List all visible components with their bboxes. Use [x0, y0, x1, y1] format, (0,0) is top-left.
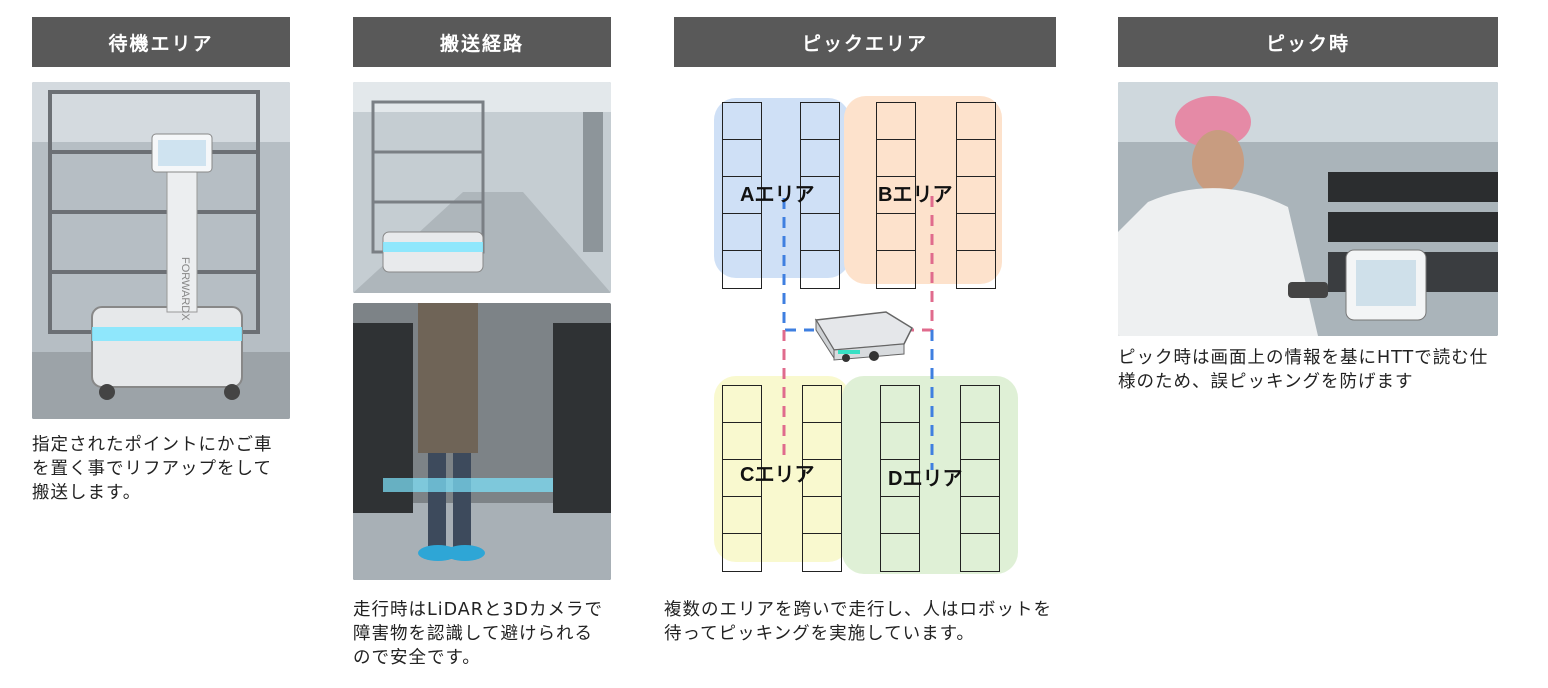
caption-pick-area: 複数のエリアを跨いで走行し、人はロボットを待ってピッキングを実施しています。 — [664, 600, 1052, 644]
header-standby-area-label: 待機エリア — [108, 32, 214, 55]
header-picking-label: ピック時 — [1265, 32, 1350, 55]
header-pick-area-label: ピックエリア — [801, 32, 928, 55]
aisle-illustration — [353, 82, 611, 293]
caption-standby: 指定されたポイントにかご車を置く事でリフアップをして搬送します。 — [32, 435, 273, 503]
caption-transport: 走行時はLiDARと3Dカメラで障害物を認識して避けられるので安全です。 — [353, 600, 604, 668]
photo-transport-aisle — [353, 82, 611, 293]
shelf-c2 — [802, 385, 842, 572]
shelf-a2 — [800, 102, 840, 289]
zone-d — [842, 376, 1018, 574]
robot-icon — [814, 311, 913, 362]
picking-illustration — [1118, 82, 1498, 336]
shelf-a1 — [722, 102, 762, 289]
photo-transport-obstacle — [353, 303, 611, 580]
obstacle-illustration — [353, 303, 611, 580]
zone-c — [714, 376, 850, 562]
zone-c-label: Cエリア — [740, 464, 815, 486]
header-standby-area: 待機エリア — [32, 17, 290, 67]
header-transport-route: 搬送経路 — [353, 17, 611, 67]
zone-b-label: Bエリア — [878, 184, 953, 206]
zone-b — [844, 96, 1002, 284]
shelf-d1 — [880, 385, 920, 572]
zone-a — [714, 98, 850, 278]
shelf-c1 — [722, 385, 762, 572]
zone-a-label: Aエリア — [740, 184, 815, 206]
caption-picking: ピック時は画面上の情報を基にHTTで読む仕様のため、誤ピッキングを防げます — [1118, 348, 1489, 392]
shelf-b1 — [876, 102, 916, 289]
header-pick-area: ピックエリア — [674, 17, 1056, 67]
shelf-b2 — [956, 102, 996, 289]
route-blue-a — [782, 198, 814, 332]
pick-area-diagram: Aエリア Bエリア Cエリア Dエリア — [674, 80, 1056, 590]
zone-d-label: Dエリア — [888, 468, 963, 490]
route-lines — [782, 196, 934, 470]
header-transport-route-label: 搬送経路 — [439, 32, 524, 55]
shelf-d2 — [960, 385, 1000, 572]
photo-standby-robot: FORWARDX — [32, 82, 290, 419]
robot-cart-illustration: FORWARDX — [32, 82, 290, 419]
robot-brand-text: FORWARDX — [179, 257, 191, 321]
photo-picking-worker — [1118, 82, 1498, 336]
route-pink-b — [906, 196, 934, 332]
header-picking: ピック時 — [1118, 17, 1498, 67]
